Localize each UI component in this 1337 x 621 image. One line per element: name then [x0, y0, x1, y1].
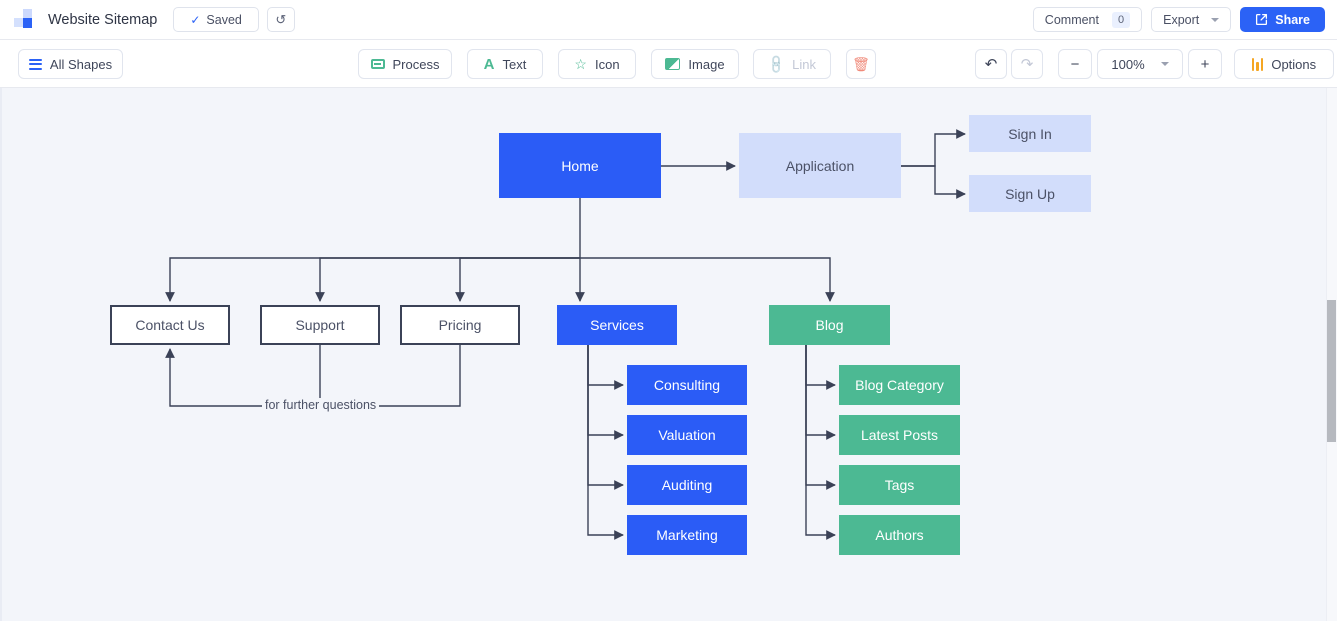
check-icon: ✓ — [190, 12, 201, 27]
zoom-level-select[interactable]: 100% — [1097, 49, 1183, 79]
minus-icon: − — [1070, 55, 1080, 73]
node-blog-category[interactable]: Blog Category — [839, 365, 960, 405]
zoom-in-button[interactable]: + — [1188, 49, 1222, 79]
delete-button[interactable]: 🗑 — [846, 49, 876, 79]
star-icon: ☆ — [574, 56, 587, 72]
external-link-icon — [1256, 13, 1268, 26]
node-authors[interactable]: Authors — [839, 515, 960, 555]
image-label: Image — [688, 56, 725, 72]
text-label: Text — [502, 56, 527, 72]
node-latest-posts[interactable]: Latest Posts — [839, 415, 960, 455]
process-label: Process — [392, 56, 440, 72]
all-shapes-label: All Shapes — [49, 56, 113, 72]
diagram-canvas[interactable]: for further questions Home Application S… — [0, 88, 1337, 621]
export-label: Export — [1163, 12, 1200, 27]
node-sign-up[interactable]: Sign Up — [969, 175, 1091, 212]
history-icon: ↺ — [275, 12, 287, 27]
app-logo-icon — [14, 8, 36, 31]
comment-button[interactable]: Comment 0 — [1032, 7, 1143, 32]
redo-button[interactable]: ↷ — [1011, 49, 1043, 79]
app-header: Website Sitemap ✓ Saved ↺ Comment 0 Expo… — [0, 0, 1337, 40]
node-auditing[interactable]: Auditing — [627, 465, 747, 505]
node-services[interactable]: Services — [557, 305, 677, 345]
trash-icon: 🗑 — [852, 56, 870, 72]
all-shapes-button[interactable]: All Shapes — [18, 49, 123, 79]
node-blog[interactable]: Blog — [769, 305, 890, 345]
node-contact-us[interactable]: Contact Us — [110, 305, 230, 345]
insert-text-button[interactable]: A Text — [467, 49, 543, 79]
version-history-button[interactable]: ↺ — [266, 7, 295, 32]
node-application[interactable]: Application — [739, 133, 901, 198]
node-consulting[interactable]: Consulting — [627, 365, 747, 405]
insert-icon-button[interactable]: ☆ Icon — [558, 49, 636, 79]
zoom-out-button[interactable]: − — [1058, 49, 1092, 79]
editor-toolbar: All Shapes Process A Text ☆ Icon Image 🔗… — [0, 40, 1337, 88]
share-label: Share — [1275, 12, 1310, 27]
document-title: Website Sitemap — [48, 11, 158, 28]
edge-label-for-further-questions: for further questions — [262, 398, 380, 412]
node-marketing[interactable]: Marketing — [627, 515, 747, 555]
comment-count-badge: 0 — [1111, 11, 1131, 28]
comment-label: Comment — [1044, 12, 1099, 27]
node-home[interactable]: Home — [499, 133, 661, 198]
share-button[interactable]: Share — [1240, 7, 1325, 32]
link-icon: 🔗 — [765, 52, 788, 76]
insert-link-button[interactable]: 🔗 Link — [753, 49, 831, 79]
node-valuation[interactable]: Valuation — [627, 415, 747, 455]
scrollbar-thumb[interactable] — [1327, 300, 1336, 442]
insert-image-button[interactable]: Image — [651, 49, 739, 79]
export-button[interactable]: Export — [1151, 7, 1232, 32]
header-actions: Comment 0 Export Share — [1032, 7, 1325, 32]
undo-icon: ↶ — [984, 55, 998, 73]
options-label: Options — [1271, 56, 1317, 72]
node-tags[interactable]: Tags — [839, 465, 960, 505]
insert-process-button[interactable]: Process — [358, 49, 452, 79]
saved-label: Saved — [206, 12, 242, 27]
zoom-level-value: 100% — [1111, 56, 1145, 72]
image-icon — [665, 58, 681, 70]
redo-icon: ↷ — [1020, 55, 1034, 73]
icon-label: Icon — [594, 56, 620, 72]
process-shape-icon — [370, 59, 385, 69]
link-label: Link — [792, 56, 817, 72]
canvas-left-edge — [0, 88, 2, 621]
undo-button[interactable]: ↶ — [975, 49, 1007, 79]
sliders-icon — [1251, 57, 1264, 71]
node-sign-in[interactable]: Sign In — [969, 115, 1091, 152]
text-a-icon: A — [483, 55, 495, 73]
chevron-down-icon — [1211, 17, 1220, 22]
options-button[interactable]: Options — [1234, 49, 1334, 79]
node-pricing[interactable]: Pricing — [400, 305, 520, 345]
hamburger-icon — [28, 58, 42, 70]
chevron-down-icon — [1160, 62, 1169, 66]
plus-icon: + — [1200, 55, 1210, 73]
saved-status-button[interactable]: ✓ Saved — [173, 7, 259, 32]
node-support[interactable]: Support — [260, 305, 380, 345]
canvas-vertical-scrollbar[interactable] — [1326, 88, 1337, 621]
